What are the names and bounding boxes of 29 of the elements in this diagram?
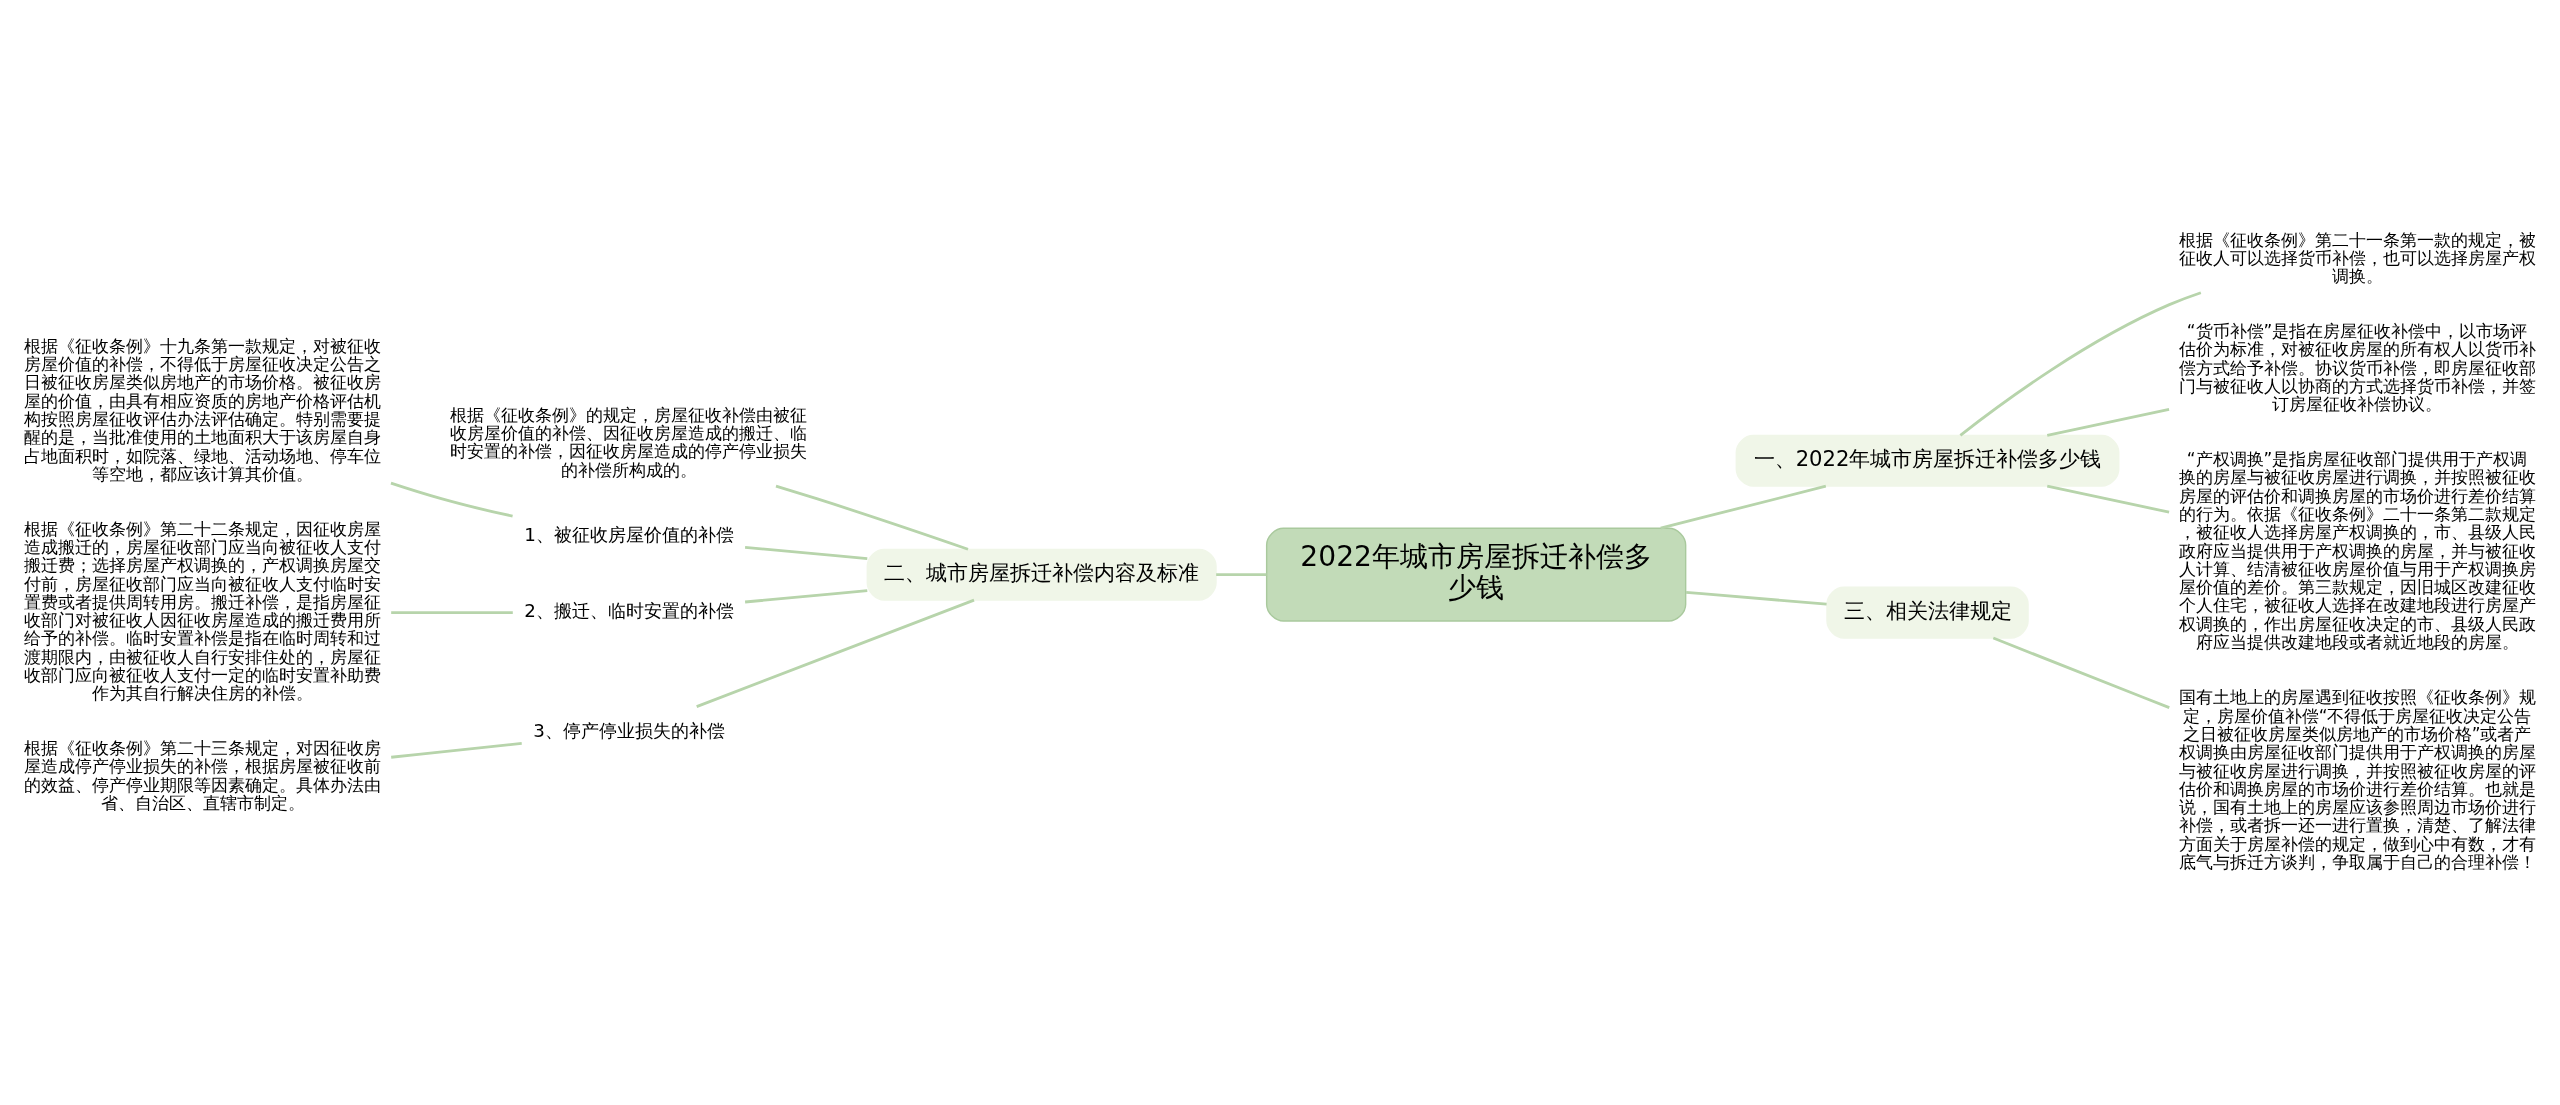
node-box: 一、2022年城市房屋拆迁补偿多少钱	[1735, 434, 2120, 487]
node-text: 1、被征收房屋价值的补偿	[524, 524, 734, 546]
node-text: 2、搬迁、临时安置的补偿	[524, 600, 734, 622]
connector	[744, 589, 868, 604]
node-text: 根据《征收条例》十九条第一款规定，对被征收房屋价值的补偿，不得低于房屋征收决定公告之日被征收房屋类似房地产的市场价格。被征收房屋的价值，由具有相应资质的房地产价格评估机构按照房屋征收评估办法评估确定。特别需要提醒的是，当批准使用的土地面积大于该房屋自身占地面积时，如院落、绿地、活动场地、停车位等空地，都应该计算其价值。	[24, 335, 382, 484]
node-text: 根据《征收条例》第二十二条规定，因征收房屋造成搬迁的，房屋征收部门应当向被征收人支付搬迁费；选择房屋产权调换的，产权调换房屋交付前，房屋征收部门应当向被征收人支付临时安置费或者提供周转用房。搬迁补偿，是指房屋征收部门对被征收人因征收房屋造成的搬迁费用所给予的补偿。临时安置补偿是指在临时周转和过渡期限内，由被征收人自行安排住处的，房屋征收部门应向被征收人支付一定的临时安置补助费作为其自行解决住房的补偿。	[24, 518, 382, 704]
connector	[696, 598, 975, 708]
connector	[1685, 590, 1827, 606]
connector	[2046, 484, 2170, 514]
connector	[775, 484, 969, 551]
connector	[1959, 291, 2202, 437]
connector	[1660, 484, 1827, 530]
connector	[1216, 573, 1267, 577]
connector	[744, 545, 868, 561]
connector	[391, 611, 513, 614]
connector	[2046, 407, 2170, 437]
node-box: 2022年城市房屋拆迁补偿多少钱	[1265, 527, 1687, 622]
node-text: 根据《征收条例》第二十一条第一款的规定，被征收人可以选择货币补偿，也可以选择房屋产权调换。	[2178, 229, 2536, 287]
connector	[390, 481, 513, 518]
node-text: 3、停产停业损失的补偿	[533, 719, 725, 741]
node-text: “货币补偿”是指在房屋征收补偿中，以市场评估价为标准，对被征收房屋的所有权人以货币补偿方式给予补偿。协议货币补偿，即房屋征收部门与被征收人以协商的方式选择货币补偿，并签订房屋征收补偿协议。	[2178, 321, 2536, 415]
node-box: 三、相关法律规定	[1826, 586, 2029, 639]
node-text: “产权调换”是指房屋征收部门提供用于产权调换的房屋与被征收房屋进行调换，并按照被征收房屋的评估价和调换房屋的市场价进行差价结算的行为。依据《征收条例》二十一条第二款规定，被征收人选择房屋产权调换的，市、县级人民政府应当提供用于产权调换的房屋，并与被征收人计算、结清被征收房屋价值与用于产权调换房屋价值的差价。第三款规定，因旧城区改建征收个人住宅，被征收人选择在改建地段进行房屋产权调换的，作出房屋征收决定的市、县级人民政府应当提供改建地段或者就近地段的房屋。	[2178, 449, 2536, 652]
node-text: 国有土地上的房屋遇到征收按照《征收条例》规定，房屋价值补偿“不得低于房屋征收决定公告之日被征收房屋类似房地产的市场价格”或者产权调换由房屋征收部门提供用于产权调换的房屋与被征收房屋进行调换，并按照被征收房屋的评估价和调换房屋的市场价进行差价结算。也就是说，国有土地上的房屋应该参照周边市场价进行补偿，或者拆一还一进行置换，清楚、了解法律方面关于房屋补偿的规定，做到心中有数，才有底气与拆迁方谈判，争取属于自己的合理补偿！	[2178, 687, 2536, 872]
node-box: 二、城市房屋拆迁补偿内容及标准	[866, 548, 1217, 601]
connector	[391, 742, 522, 759]
connector	[1992, 636, 2170, 709]
node-text: 根据《征收条例》第二十三条规定，对因征收房屋造成停产停业损失的补偿，根据房屋被征收前的效益、停产停业期限等因素确定。具体办法由省、自治区、直辖市制定。	[24, 738, 382, 813]
node-text: 根据《征收条例》的规定，房屋征收补偿由被征收房屋价值的补偿、因征收房屋造成的搬迁、临时安置的补偿，因征收房屋造成的停产停业损失的补偿所构成的。	[450, 404, 808, 480]
